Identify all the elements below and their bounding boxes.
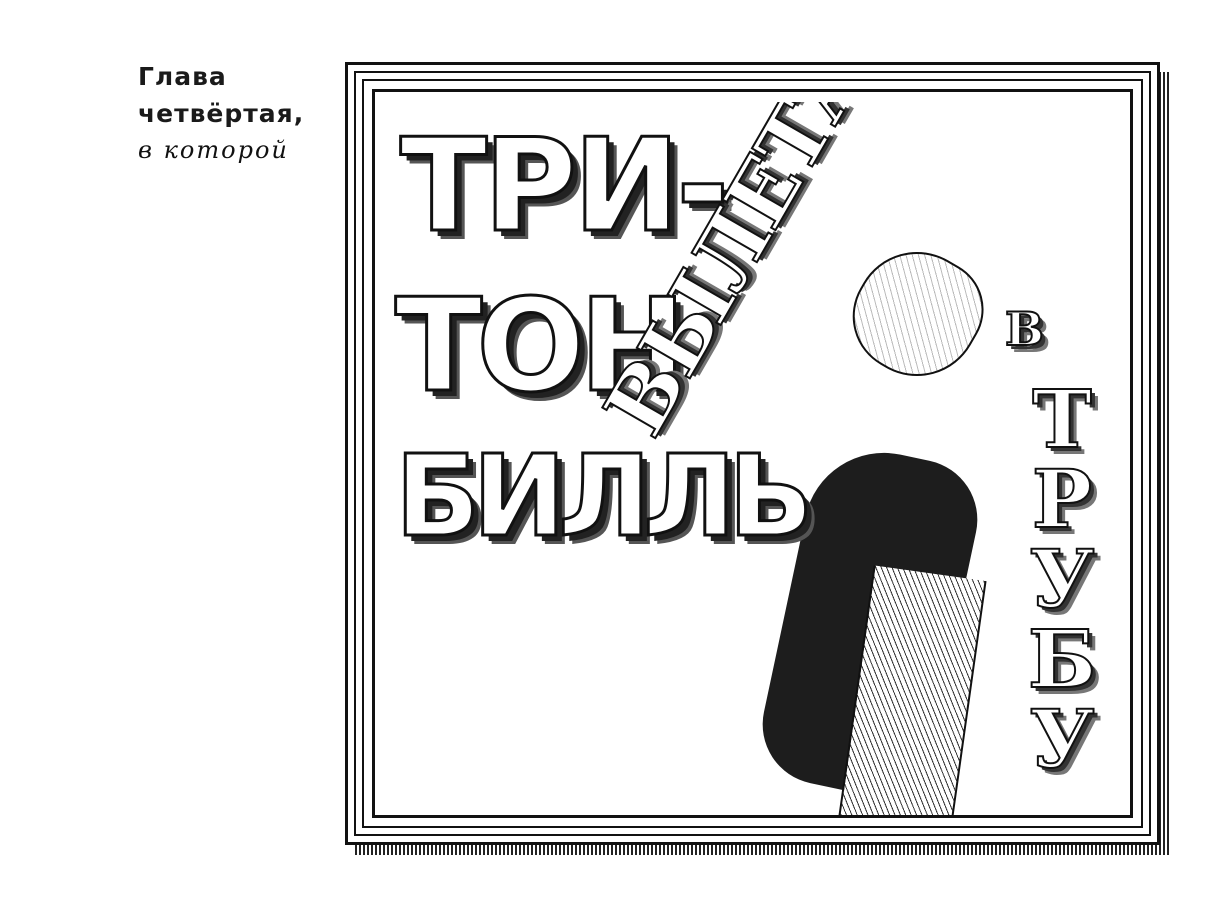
chapter-number: четвёртая,: [138, 99, 305, 128]
falling-lizard-drawing: [832, 229, 1002, 399]
illustration: ТРИ- ТОН БИЛЛЬ ВЫЛЕТАЕТ В ТРУБУ: [385, 102, 1130, 815]
chapter-heading: Глава четвёртая, в которой: [138, 58, 304, 169]
preposition-lettering: В: [1004, 301, 1045, 357]
object-lettering: ТРУБУ: [1014, 371, 1110, 773]
frame-molding-middle: [362, 79, 1143, 828]
chapter-label: Глава: [138, 62, 227, 91]
title-line-3: БИЛЛЬ: [394, 431, 816, 564]
title-line-2: ТОН: [393, 271, 687, 423]
frame-molding-outer: [354, 71, 1151, 836]
chapter-subtitle: в которой: [138, 136, 289, 164]
title-line-1: ТРИ-: [398, 111, 730, 263]
frame-molding-inner: [372, 89, 1133, 818]
